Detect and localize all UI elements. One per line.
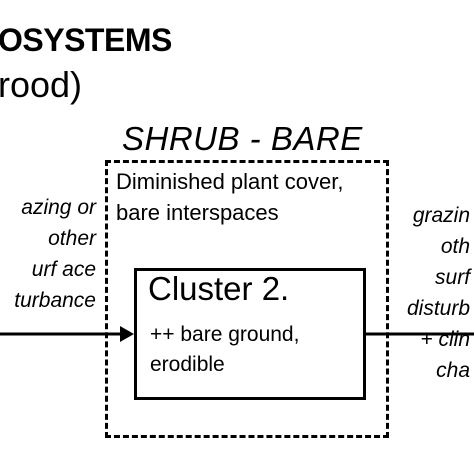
left-driver-line: turbance [14, 289, 96, 312]
left-driver-line: other [48, 227, 96, 250]
cluster-description: ++ bare ground, erodible [150, 323, 300, 376]
left-transition-driver: azing or other urf ace turbance [14, 192, 96, 316]
header-title-line2: rood) [0, 64, 83, 105]
right-driver-line: oth [440, 235, 471, 258]
left-driver-line: azing or [21, 196, 96, 219]
cluster-title: Cluster 2. [148, 270, 290, 307]
right-driver-line: disturb [407, 297, 471, 320]
cluster-box [134, 268, 366, 400]
right-driver-line: cha [436, 359, 471, 382]
state-box [105, 160, 389, 438]
left-driver-line: urf ace [31, 258, 96, 281]
right-driver-line: surf [435, 266, 471, 289]
state-title: SHRUB - BARE [122, 120, 363, 157]
header-title-line1: OSYSTEMS [0, 22, 172, 58]
right-driver-line: grazin [412, 204, 471, 227]
incoming-arrowhead [120, 326, 134, 342]
state-description: Diminished plant cover, bare interspaces [116, 169, 344, 225]
